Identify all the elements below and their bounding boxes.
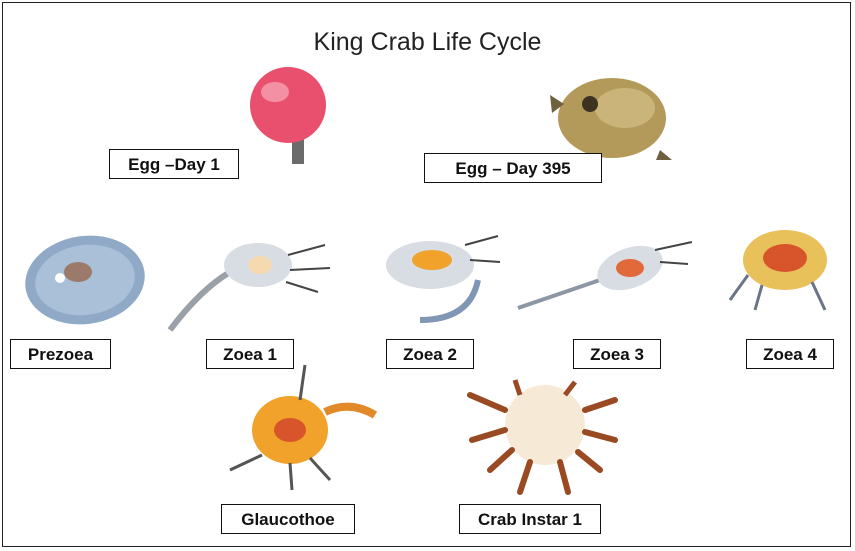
- egg-day395-image: [550, 78, 672, 160]
- prezoea-image: [19, 228, 150, 332]
- zoea4-image: [730, 230, 827, 310]
- zoea3-image: [518, 238, 692, 308]
- label-glaucothoe: Glaucothoe: [221, 504, 355, 534]
- label-zoea1: Zoea 1: [206, 339, 294, 369]
- egg-day1-image: [250, 67, 326, 164]
- label-prezoea: Prezoea: [10, 339, 111, 369]
- label-zoea2: Zoea 2: [386, 339, 474, 369]
- glaucothoe-image: [230, 365, 375, 490]
- label-egg-day395: Egg – Day 395: [424, 153, 602, 183]
- zoea1-image: [170, 243, 330, 330]
- crab-instar1-image: [470, 380, 615, 492]
- label-zoea4: Zoea 4: [746, 339, 834, 369]
- label-egg-day1: Egg –Day 1: [109, 149, 239, 179]
- zoea2-image: [386, 236, 500, 320]
- label-crab-instar1: Crab Instar 1: [459, 504, 601, 534]
- label-zoea3: Zoea 3: [573, 339, 661, 369]
